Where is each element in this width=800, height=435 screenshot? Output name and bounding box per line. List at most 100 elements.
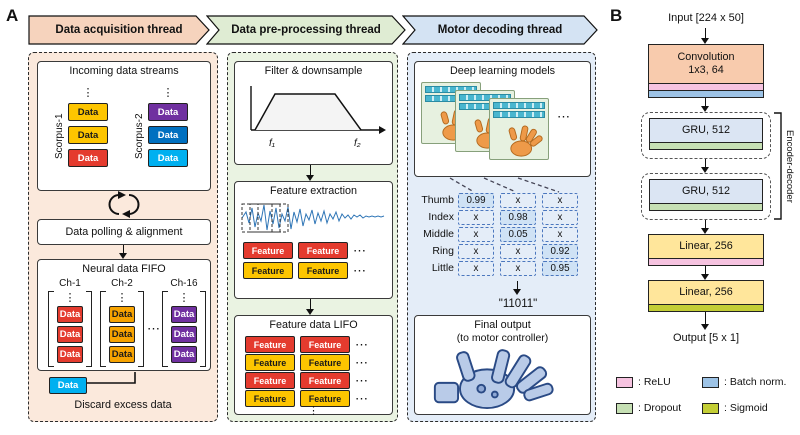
batchnorm-strip xyxy=(648,91,764,98)
dropout-legend-label: : Dropout xyxy=(638,402,682,414)
feature-block: Feature xyxy=(243,242,293,259)
model-to-table-connectors xyxy=(449,177,560,193)
encoder-decoder-label: Encoder-decoder xyxy=(784,129,795,203)
prediction-cell: x xyxy=(458,244,494,259)
vdots: ⋮ xyxy=(162,87,174,99)
finger-label: Thumb xyxy=(421,194,454,206)
hand-model-icon xyxy=(508,125,543,157)
gru1-dashed-wrap: GRU, 512 xyxy=(641,112,771,159)
scorpus2-label: Scorpus-2 xyxy=(134,113,145,159)
bracket-left xyxy=(162,291,168,367)
sigmoid-legend-label: : Sigmoid xyxy=(724,402,768,414)
prediction-cell: 0.99 xyxy=(458,193,494,208)
data-block: Data xyxy=(171,306,197,323)
fifo-title: Neural data FIFO xyxy=(82,263,166,275)
banner-acquisition: Data acquisition thread xyxy=(28,15,210,45)
legend-dropout: : Dropout xyxy=(616,402,681,414)
electrode-strip xyxy=(493,111,545,118)
final-output-title: Final output xyxy=(474,319,531,331)
binary-code-label: "11011" xyxy=(498,298,538,310)
data-block: Data xyxy=(148,126,188,144)
dropout-strip xyxy=(649,143,763,150)
data-block: Data xyxy=(148,103,188,121)
relu-legend-label: : ReLU xyxy=(638,376,671,388)
arrow-down-icon xyxy=(701,312,710,330)
hdots: ⋯ xyxy=(355,391,368,406)
data-block: Data xyxy=(57,346,83,363)
data-block: Data xyxy=(109,306,135,323)
prediction-cell: 0.95 xyxy=(542,261,578,276)
ch1-label: Ch-1 xyxy=(59,278,81,289)
sigmoid-strip xyxy=(648,305,764,312)
feature-block: Feature xyxy=(300,390,350,407)
feature-row: Feature Feature ⋯ xyxy=(243,262,366,279)
prediction-cell: x xyxy=(542,227,578,242)
scorpus2-stack: ⋮ Data Data Data xyxy=(148,88,188,167)
excess-data-block: Data xyxy=(49,377,87,394)
legend-relu: : ReLU xyxy=(616,376,671,388)
gru2-layer-box: GRU, 512 xyxy=(649,179,763,204)
conv-layer-name: Convolution xyxy=(677,50,735,63)
panel-b-label: B xyxy=(610,6,623,25)
hdots: ⋯ xyxy=(355,337,368,352)
arrow-down-icon xyxy=(701,98,710,112)
hdots: ⋯ xyxy=(353,263,366,278)
relu-strip xyxy=(648,259,764,266)
ch16-label: Ch-16 xyxy=(170,278,198,289)
data-block: Data xyxy=(148,149,188,167)
hdots: ⋯ xyxy=(353,243,366,258)
feature-block: Feature xyxy=(298,242,348,259)
bracket-right xyxy=(138,291,144,367)
prediction-column-2: x 0.98 0.05 x x xyxy=(500,193,536,278)
banner-arrow-shape xyxy=(402,15,598,45)
arrow-down-icon xyxy=(306,299,315,315)
output-shape-label: Output [5 x 1] xyxy=(672,332,740,344)
finger-label: Ring xyxy=(432,245,454,257)
sigmoid-swatch xyxy=(702,402,719,414)
batchnorm-legend-label: : Batch norm. xyxy=(724,376,787,388)
prediction-cell: x xyxy=(458,227,494,242)
arrow-down-icon xyxy=(306,165,315,181)
dropout-swatch xyxy=(616,402,633,414)
feature-block: Feature xyxy=(245,336,295,353)
decoding-panel: Deep learning models xyxy=(407,52,596,422)
data-block: Data xyxy=(68,103,108,121)
banner-arrow-shape xyxy=(28,15,210,45)
discard-label: Discard excess data xyxy=(74,399,172,411)
finger-label: Index xyxy=(428,211,454,223)
bracket-left xyxy=(48,291,54,367)
prediction-cell: 0.05 xyxy=(500,227,536,242)
sync-cycle-icon xyxy=(108,191,140,218)
banner-decoding-label: Motor decoding thread xyxy=(437,24,563,36)
prediction-column-3: x x x 0.92 0.95 xyxy=(542,193,578,278)
prediction-cell: 0.92 xyxy=(542,244,578,259)
feature-block: Feature xyxy=(300,354,350,371)
dropout-strip xyxy=(649,204,763,211)
arrow-down-icon xyxy=(701,159,710,173)
gru1-layer-box: GRU, 512 xyxy=(649,118,763,143)
electrode-strip xyxy=(493,102,545,109)
hdots: ⋯ xyxy=(355,373,368,388)
feature-block: Feature xyxy=(300,336,350,353)
electrode-strip xyxy=(459,94,511,101)
prediction-cell: x xyxy=(500,244,536,259)
data-block: Data xyxy=(68,126,108,144)
feature-extraction-box: Feature extraction Feature Feature ⋯ Fea… xyxy=(234,181,393,299)
prediction-column-1: 0.99 x x x x xyxy=(458,193,494,278)
polling-label: Data polling & alignment xyxy=(65,226,183,238)
vdots: ⋮ xyxy=(64,292,76,304)
data-block: Data xyxy=(109,346,135,363)
preprocessing-panel: Filter & downsample f₁ f₂ Feature extrac… xyxy=(227,52,398,422)
incoming-title: Incoming data streams xyxy=(69,65,179,77)
banner-acquisition-label: Data acquisition thread xyxy=(55,24,183,36)
f2-label: f₂ xyxy=(354,138,361,149)
acquisition-panel: Incoming data streams Scorpus-1 ⋮ Data D… xyxy=(28,52,218,422)
polling-box: Data polling & alignment xyxy=(37,219,211,245)
vdots: ⋮ xyxy=(82,87,94,99)
data-block: Data xyxy=(109,326,135,343)
model-card xyxy=(489,98,549,160)
bracket-right xyxy=(86,291,92,367)
banner-decoding: Motor decoding thread xyxy=(402,15,598,45)
finger-label: Little xyxy=(431,262,454,274)
banner-preprocessing-label: Data pre-processing thread xyxy=(231,24,381,36)
